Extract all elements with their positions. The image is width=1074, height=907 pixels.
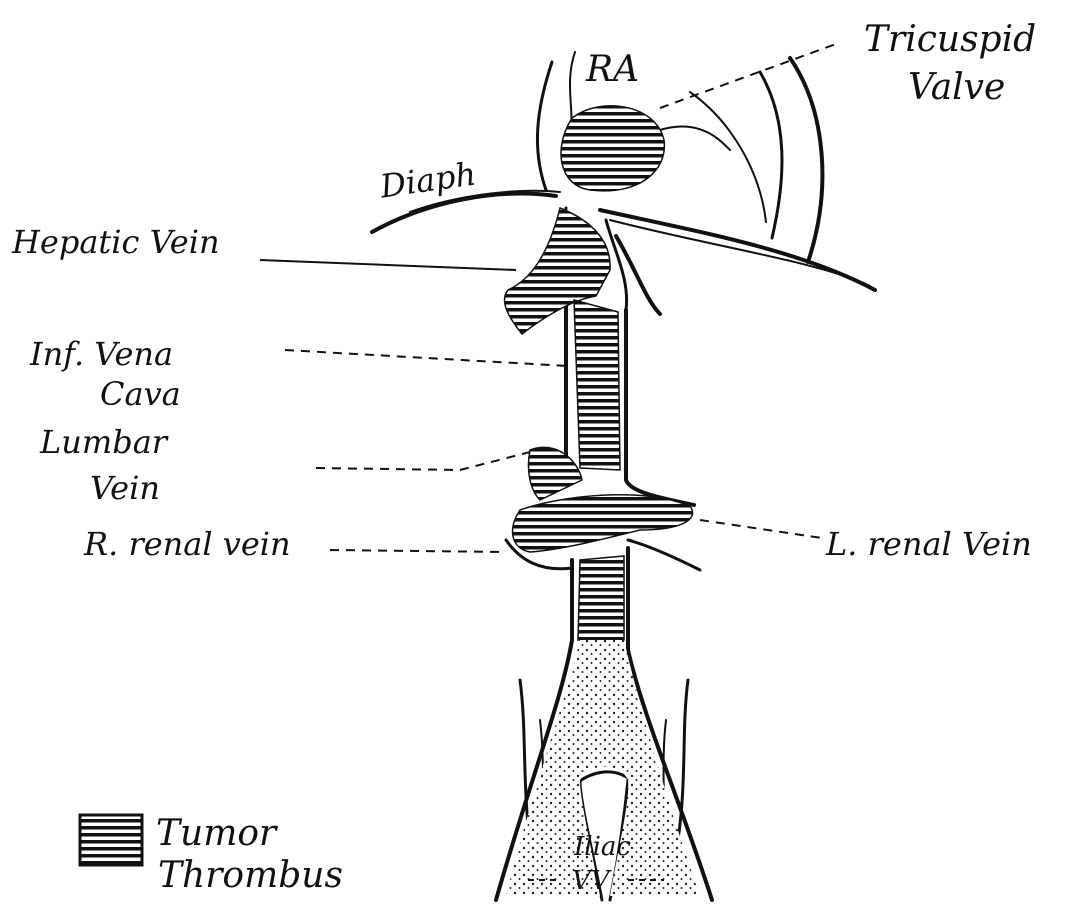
legend-hatched-square-icon [80,815,142,865]
tricuspid-leaflet [660,127,730,150]
thrombus-lumbar [528,447,582,500]
leader-lumbar [316,452,530,470]
thrombus-ra [561,106,664,191]
iliac-label-line1: Iliac [574,834,631,860]
thrombus-ivc [574,300,620,470]
thrombus-lower [578,556,624,640]
tricuspid-label-line2: Valve [908,70,1005,106]
l-renal-lower [628,540,700,570]
heart-wavy-chamber [690,92,766,222]
leader-r-renal [330,550,506,552]
iliac-label-line2: VV [572,868,610,894]
legend-label-line2: Thrombus [158,858,343,894]
thrombus-renal [513,495,693,552]
ivc-label-line2: Cava [100,378,181,410]
hepatic-vein-label: Hepatic Vein [12,226,220,258]
ivc-right-wall [626,310,694,505]
lumbar-label-line1: Lumbar [40,426,167,458]
leader-l-renal [700,520,822,538]
heart-outer-right [790,58,822,262]
ra-label: RA [586,52,639,88]
legend-label-line1: Tumor [156,816,276,852]
leader-ivc [285,350,568,366]
leader-hepatic [260,260,516,270]
diaphragm-right-inner [610,220,870,286]
r-renal-label: R. renal vein [84,528,291,560]
tumor-thrombus-fills [504,106,692,640]
l-renal-label: L. renal Vein [826,528,1032,560]
heart-inner-right [760,72,782,238]
ivc-label-line1: Inf. Vena [30,338,173,370]
tricuspid-label-line1: Tricuspid [864,22,1036,58]
lumbar-label-line2: Vein [90,472,160,504]
ra-left-wall [537,62,552,190]
